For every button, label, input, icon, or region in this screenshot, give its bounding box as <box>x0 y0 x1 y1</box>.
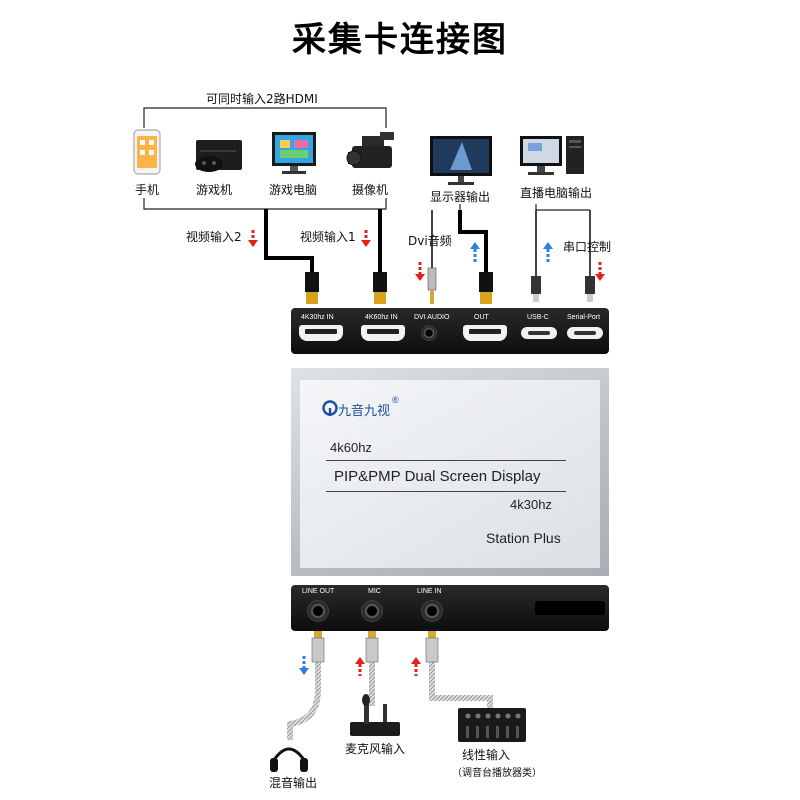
arrow-down-lineout <box>299 656 309 675</box>
brand-logo-icon <box>322 400 338 416</box>
monitor-output-label: 显示器输出 <box>430 190 491 204</box>
video-input-1-label: 视频输入1 <box>300 230 356 244</box>
hdmi-plug-1 <box>373 272 387 304</box>
source-label-phone: 手机 <box>134 183 159 197</box>
top-port-panel: 4K30hz IN 4K60hz IN DVI AUDIO OUT USB-C … <box>291 308 609 354</box>
audio-plug-mic <box>365 628 379 663</box>
port-label-dvi-audio: DVI AUDIO <box>414 314 450 321</box>
mixer-icon <box>458 708 526 742</box>
port-label-line-out: LINE OUT <box>302 588 335 595</box>
streaming-pc-icon <box>520 136 584 175</box>
brand-trademark: ® <box>392 395 399 405</box>
device-line-pip-pmp: PIP&PMP Dual Screen Display <box>334 468 541 485</box>
hdmi-plug-out <box>479 272 493 304</box>
serial-port <box>567 327 603 339</box>
line-input-note: （调音台播放器类） <box>452 768 542 779</box>
usbc-plug <box>531 276 541 302</box>
device-model: Station Plus <box>486 530 561 546</box>
device-line-4k30: 4k30hz <box>510 497 552 512</box>
page-title: 采集卡连接图 <box>292 20 508 60</box>
game-console-icon <box>195 140 242 172</box>
mic-input-label: 麦克风输入 <box>345 742 406 756</box>
microphone-icon <box>350 694 400 736</box>
hdmi-note: 可同时输入2路HDMI <box>206 92 318 106</box>
port-label-4k60: 4K60hz IN <box>365 314 398 321</box>
device-rule-bottom <box>326 491 566 492</box>
arrow-up-usbc <box>543 242 553 262</box>
port-label-mic: MIC <box>368 588 381 595</box>
line-input-label: 线性输入 <box>462 748 511 762</box>
device-rule-top <box>326 460 566 461</box>
usbc-port <box>521 327 557 339</box>
audio-plug-lineout <box>311 628 325 663</box>
port-label-usbc: USB-C <box>527 314 549 321</box>
card-slot <box>535 601 605 615</box>
mix-output-label: 混音输出 <box>269 776 318 790</box>
source-label-gaming-pc: 游戏电脑 <box>268 183 317 197</box>
device-line-4k60: 4k60hz <box>330 440 372 455</box>
dvi-audio-label: Dvi音频 <box>408 234 452 248</box>
port-label-line-in: LINE IN <box>417 588 442 595</box>
hdmi-port-4k60 <box>361 325 405 341</box>
hdmi-plug-2 <box>305 272 319 304</box>
port-label-4k30: 4K30hz IN <box>301 314 334 321</box>
phone-icon <box>133 129 161 175</box>
dvi-audio-jack <box>421 325 437 341</box>
port-label-serial: Serial-Port <box>567 314 601 321</box>
bottom-port-panel: LINE OUT MIC LINE IN <box>291 585 609 631</box>
arrow-down-input1 <box>361 230 371 247</box>
arrow-up-linein <box>411 657 421 676</box>
arrow-down-dvi <box>415 262 425 281</box>
stream-pc-output-label: 直播电脑输出 <box>520 186 593 200</box>
mic-jack <box>361 600 383 622</box>
arrow-down-serial <box>595 262 605 281</box>
line-in-jack <box>421 600 443 622</box>
port-label-out: OUT <box>474 314 489 321</box>
arrow-up-monitor <box>470 242 480 262</box>
audio-plug-dvi <box>427 267 437 304</box>
capture-card-face: 九音九视 ® 4k60hz PIP&PMP Dual Screen Displa… <box>300 380 600 568</box>
gaming-pc-icon <box>272 132 316 174</box>
source-label-console: 游戏机 <box>195 183 232 197</box>
hdmi-port-out <box>463 325 507 341</box>
brand-name: 九音九视 <box>338 404 391 419</box>
serial-plug <box>585 276 595 302</box>
headphones-icon <box>270 747 308 772</box>
camcorder-icon <box>346 132 394 168</box>
video-input-2-label: 视频输入2 <box>186 230 242 244</box>
line-out-jack <box>307 600 329 622</box>
hdmi-port-4k30 <box>299 325 343 341</box>
source-label-camcorder: 摄像机 <box>351 183 388 197</box>
serial-control-label: 串口控制 <box>563 240 612 254</box>
monitor-icon <box>430 136 492 185</box>
audio-plug-linein <box>425 628 439 663</box>
arrow-down-input2 <box>248 230 258 247</box>
arrow-up-mic <box>355 657 365 676</box>
